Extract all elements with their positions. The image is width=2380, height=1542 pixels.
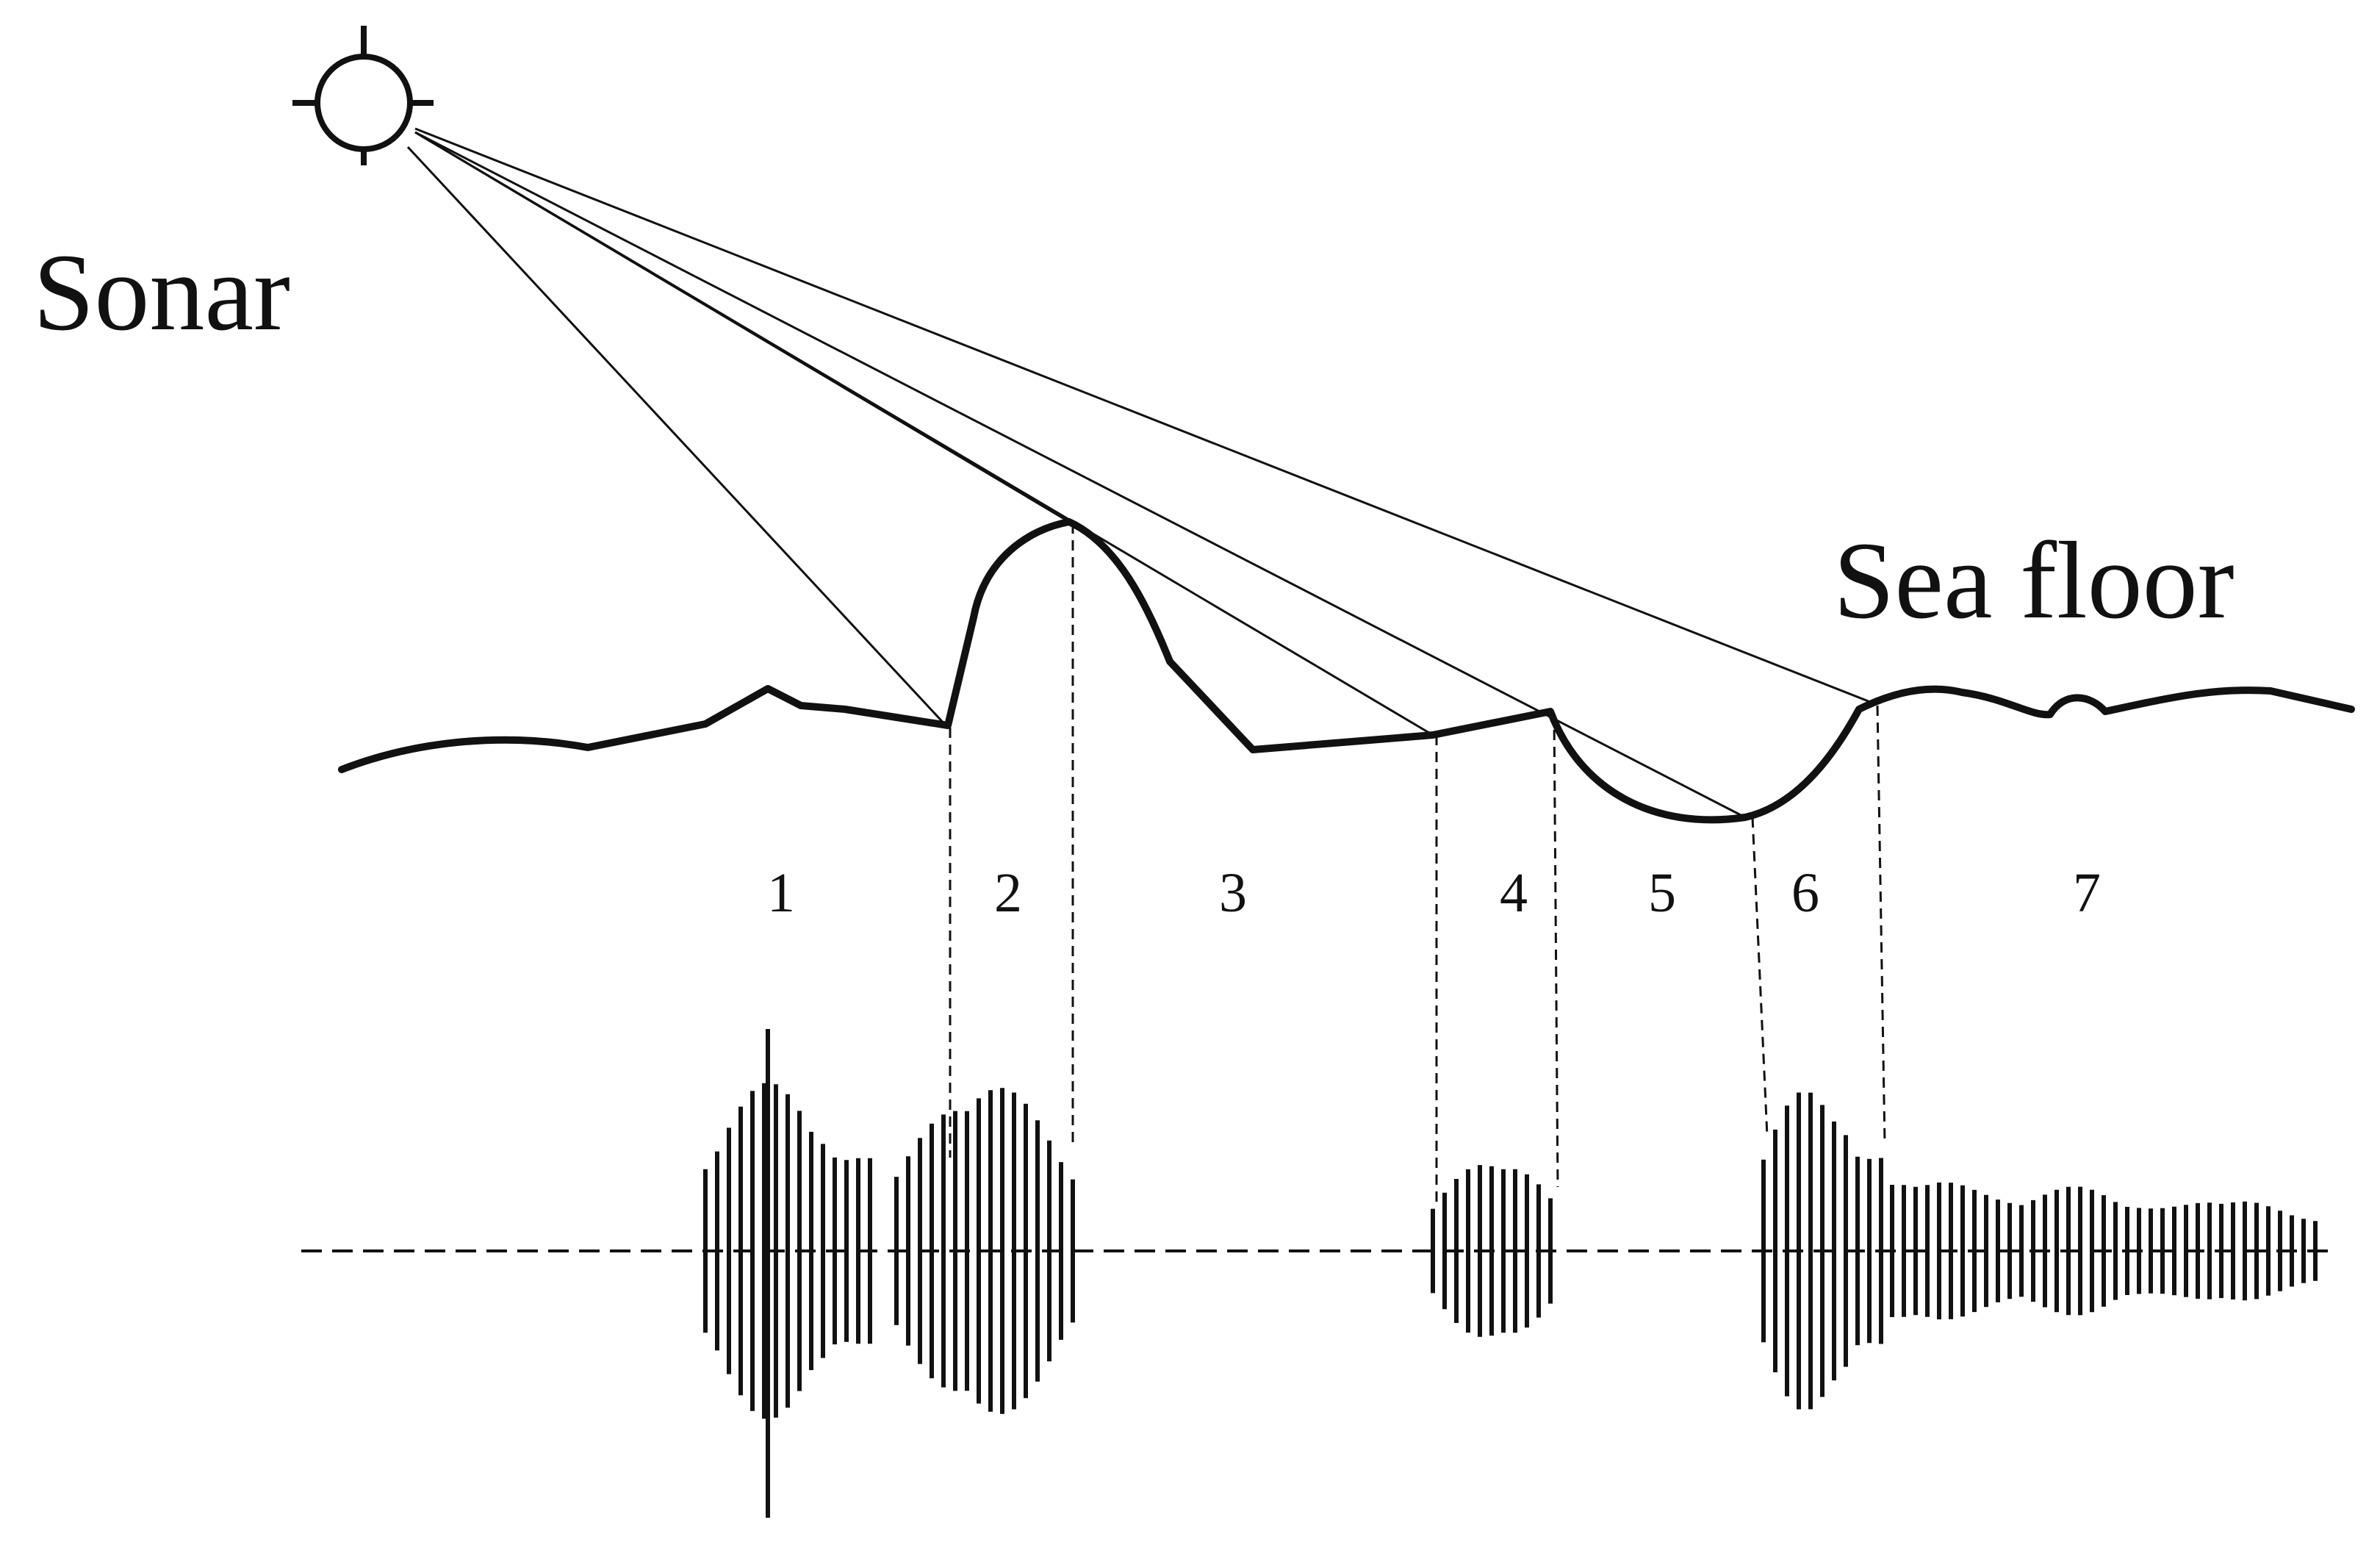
ray-5 xyxy=(414,127,1871,703)
segment-label-1: 1 xyxy=(767,862,795,924)
segment-label-7: 7 xyxy=(2073,862,2101,924)
ray-1 xyxy=(406,146,949,729)
proj-line-4 xyxy=(1553,712,1559,1188)
backscatter-signal xyxy=(703,1029,2318,1518)
sonar-crosshair-icon xyxy=(292,26,434,165)
segment-label-6: 6 xyxy=(1791,862,1819,924)
sea-floor-label: Sea floor xyxy=(1833,520,2235,642)
segment-label-2: 2 xyxy=(994,862,1022,924)
ray-3 xyxy=(414,131,1434,736)
segment-numbers: 1 2 3 4 5 6 7 xyxy=(767,862,2101,924)
sonar-label: Sonar xyxy=(33,232,290,354)
segment-label-4: 4 xyxy=(1500,862,1528,924)
segment-label-3: 3 xyxy=(1219,862,1247,924)
sonar-rays xyxy=(406,127,1871,819)
proj-line-5 xyxy=(1751,817,1769,1136)
projection-lines xyxy=(949,523,1886,1205)
ray-4 xyxy=(414,131,1746,819)
sea-floor-profile xyxy=(338,518,2355,824)
segment-label-5: 5 xyxy=(1648,862,1676,924)
proj-line-6 xyxy=(1876,705,1886,1144)
